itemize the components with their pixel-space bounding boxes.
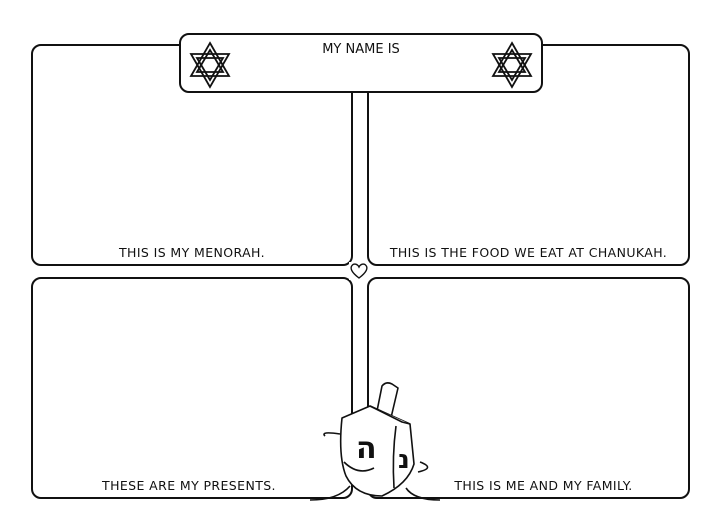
panel-label: THESE ARE MY PRESENTS. — [102, 478, 276, 493]
star-of-david-icon — [491, 41, 533, 89]
heart-icon — [349, 262, 369, 280]
dreidel-letter-he: ה — [356, 431, 377, 466]
name-title: MY NAME IS — [322, 42, 400, 57]
name-box: MY NAME IS — [179, 33, 543, 93]
panel-label: THIS IS ME AND MY FAMILY. — [454, 478, 633, 493]
panel-label: THIS IS MY MENORAH. — [119, 245, 265, 260]
panel-presents: THESE ARE MY PRESENTS. — [31, 277, 353, 499]
dreidel-letter-nun: נ — [398, 445, 410, 475]
dreidel-illustration: ה נ — [310, 382, 440, 501]
panel-label: THIS IS THE FOOD WE EAT AT CHANUKAH. — [389, 245, 668, 260]
star-of-david-icon — [189, 41, 231, 89]
